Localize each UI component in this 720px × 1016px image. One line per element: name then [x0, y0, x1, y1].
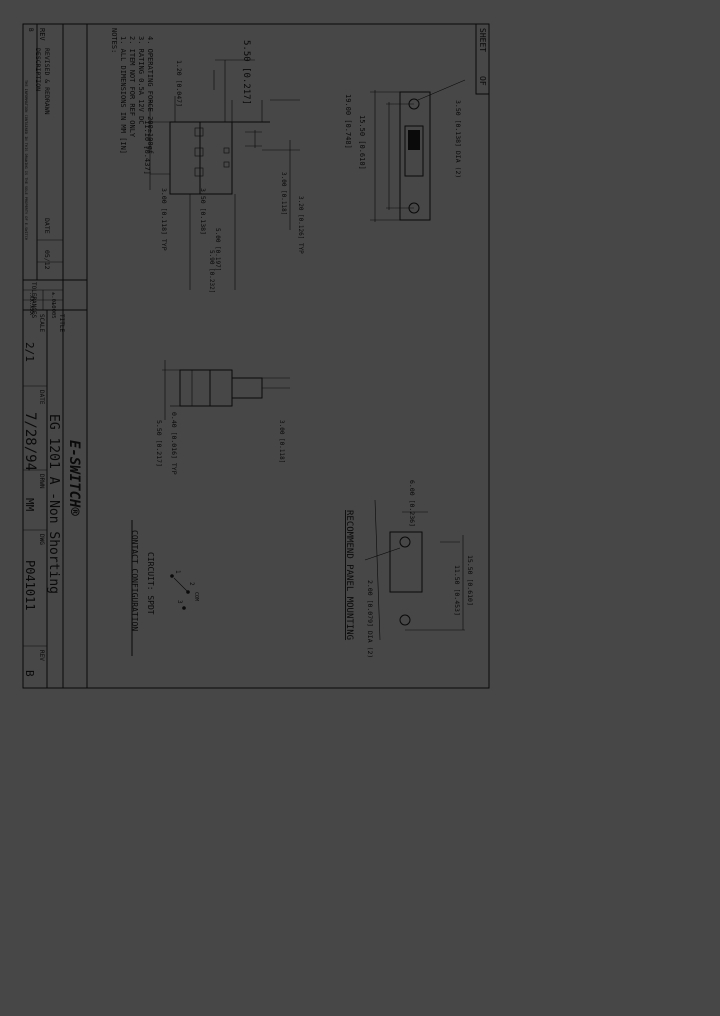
rev-value: B: [27, 28, 34, 32]
panel-mounting-view: [364, 499, 465, 641]
title-label: TITLE: [58, 314, 65, 332]
drawing-frame: [22, 23, 490, 689]
pin-2-label: 2: [188, 582, 195, 586]
tolerances-label: TOLERANCES: [30, 282, 37, 319]
sheet-label: SHEET: [478, 28, 487, 52]
dim-d1: 5.50 [0.217]: [241, 40, 251, 105]
dim-d19: 2.00 [0.079] DIA (2): [366, 580, 374, 658]
circuit-schematic: [131, 520, 190, 656]
note-2: 2. ITEM NOT FOR REF ONLY: [128, 36, 136, 138]
dim-d14: 0.40 [0.016] TYP: [170, 412, 178, 475]
dim-d16: 6.00 [0.236]: [408, 480, 416, 527]
notes-header: NOTES:: [110, 28, 118, 53]
note-4: 4. OPERATING FORCE 200±100gf: [146, 36, 154, 154]
notes: NOTES: 1. ALL DIMENSIONS IN MM [IN] 2. I…: [110, 28, 154, 154]
title-value: EG 1201 A -Non Shorting: [46, 414, 61, 594]
switch-top-view: [370, 79, 466, 222]
tol-row1-b: ±.010: [50, 292, 56, 309]
tol-row1-a: .XX: [28, 292, 34, 303]
note-1: 1. ALL DIMENSIONS IN MM [IN]: [119, 36, 127, 154]
date-label: DATE: [38, 390, 45, 405]
dim-d3: 11.10 [0.437]: [143, 120, 151, 175]
sheet-box: [475, 23, 490, 95]
rev-footnote: THE INFORMATION CONTAINED IN THIS DRAWIN…: [24, 80, 28, 240]
switch-front-view: [162, 360, 290, 420]
dim-d13: 3.00 [0.118]: [278, 420, 285, 463]
drawing-number-value: P041011: [23, 560, 37, 611]
tol-row2-b: ±.005: [50, 302, 56, 319]
svg-text:E-SWITCH®: E-SWITCH®: [66, 440, 82, 516]
scale-value: 2/1: [23, 342, 36, 362]
of-label: OF: [478, 76, 487, 86]
rev-header: REV: [38, 28, 46, 41]
dim-d10: 19.00 [0.748]: [344, 94, 352, 149]
dim-d17: 15.50 [0.610]: [466, 555, 474, 606]
dim-d11: 15.50 [0.610]: [358, 115, 366, 170]
dim-d12: 3.50 [0.138] DIA (2): [454, 100, 462, 178]
pin-1-label: 1: [174, 570, 181, 574]
rev-label: REV: [38, 650, 45, 661]
dim-d6: 3.00 [0.118]: [280, 172, 287, 215]
pin-3-label: 3: [176, 600, 183, 604]
scale-label: SCALE: [38, 314, 45, 332]
drawn-value: MM: [23, 498, 36, 512]
panel-mounting-label: RECOMMEND PANEL MOUNTING: [344, 510, 354, 640]
rev-description-value: REVISED & REDRAWN: [43, 48, 51, 115]
note-3: 3. RATING 0.5A 12V DC: [137, 36, 145, 125]
switch-side-view: [149, 59, 300, 290]
dim-d2: 1.20 [0.047]: [175, 60, 183, 107]
drawing-number-label: DWG: [38, 534, 45, 545]
dim-d4: 3.00 [0.118] TYP: [160, 188, 168, 251]
drawn-label: DRWN: [38, 474, 45, 489]
description-header: DESCRIPTION: [34, 48, 42, 91]
contact-config-label: CONTACT CONFIGURATION: [130, 530, 139, 631]
dim-d18: 11.50 [0.453]: [453, 565, 461, 616]
dim-d7: 3.20 [0.126] TYP: [297, 196, 304, 254]
rev-box-value: B: [23, 670, 36, 677]
date-value: 7/28/94: [22, 412, 38, 471]
date-header: DATE: [43, 218, 51, 234]
company-logo: E-SWITCH®: [66, 440, 82, 516]
circuit-label: CIRCUIT: SPDT: [146, 552, 155, 615]
dim-d8: 5.00 [0.197]: [214, 228, 221, 271]
dim-d5: 3.50 [0.138]: [199, 188, 207, 235]
rev-date-value: 05/12: [43, 250, 51, 270]
dim-d9: 5.90 [0.232]: [208, 250, 215, 293]
tol-row2-a: .XXX: [28, 302, 34, 316]
dim-d15: 5.50 [0.217]: [155, 420, 163, 467]
common-label: COM: [193, 592, 199, 601]
